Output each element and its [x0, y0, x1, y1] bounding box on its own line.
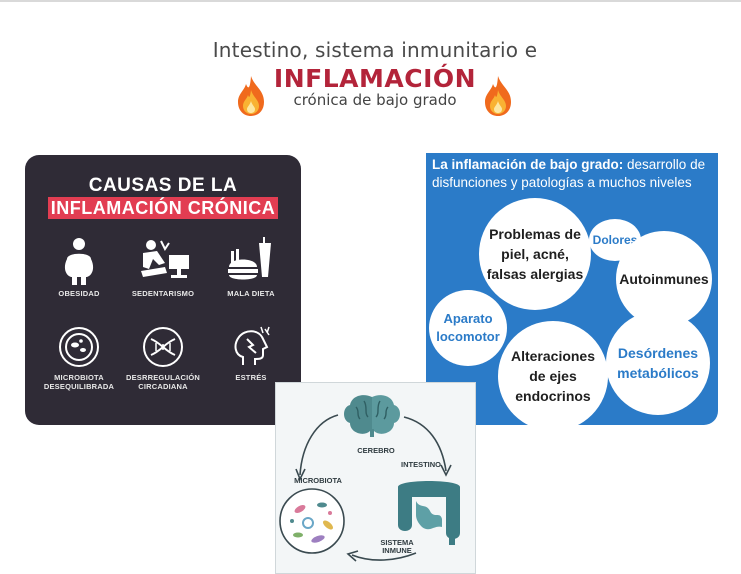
causes-title-line-1: CAUSAS DE LA — [88, 175, 238, 196]
intestine-icon — [398, 481, 460, 545]
bubble-text: Desórdenes — [617, 345, 699, 361]
bubble-text: Problemas de — [489, 226, 581, 242]
bubble-endocrine: Alteraciones de ejes endocrinos — [498, 321, 608, 425]
flame-icon — [485, 76, 511, 116]
bubble-text: Alteraciones — [510, 348, 596, 364]
causes-title-highlight: INFLAMACIÓN CRÓNICA — [47, 197, 279, 219]
cause-label: SEDENTARISMO — [131, 289, 195, 298]
cause-stress: ESTRÉS — [205, 325, 297, 382]
cause-label-line-1: DESRREGULACIÓN — [125, 373, 201, 382]
bubble-text: metabólicos — [617, 365, 699, 381]
junk-food-icon — [228, 237, 271, 280]
obesity-icon — [64, 238, 94, 285]
label-immune-line-2: INMUNE — [382, 546, 412, 555]
cause-sedentary: SEDENTARISMO — [117, 237, 209, 298]
microbiota-dish-icon — [279, 488, 345, 554]
cause-microbiota: MICROBIOTA DESEQUILIBRADA — [33, 325, 125, 391]
stress-head-icon — [234, 326, 270, 365]
bubble-locomotor: Aparato locomotor — [429, 290, 507, 366]
label-intestine: INTESTINO — [400, 460, 441, 469]
bubble-text: piel, acné, — [501, 246, 569, 262]
bubble-metabolic: Desórdenes metabólicos — [606, 311, 710, 415]
levels-title: La inflamación de bajo grado: desarrollo… — [432, 156, 718, 192]
bubble-text: Autoinmunes — [619, 271, 709, 287]
bubble-text: endocrinos — [515, 388, 591, 404]
levels-title-rest: desarrollo de disfunciones y patologías … — [432, 157, 706, 190]
bubble-text: falsas alergias — [486, 266, 584, 282]
bubble-text: locomotor — [436, 329, 500, 344]
bubble-text: de ejes — [529, 368, 577, 384]
bubble-text: Aparato — [443, 311, 493, 326]
causes-title-line-2: INFLAMACIÓN CRÓNICA — [25, 197, 301, 219]
cause-label: ESTRÉS — [235, 373, 267, 382]
sedentary-icon — [141, 240, 189, 278]
flame-icon — [238, 76, 264, 116]
cause-diet: MALA DIETA — [205, 237, 297, 298]
levels-title-bold: La inflamación de bajo grado: — [432, 157, 624, 172]
brain-icon — [344, 395, 400, 437]
levels-card: La inflamación de bajo grado: desarrollo… — [426, 153, 718, 425]
title-banner: Intestino, sistema inmunitario e INFLAMA… — [180, 38, 570, 118]
bubble-skin-problems: Problemas de piel, acné, falsas alergias — [479, 198, 591, 310]
cause-label: OBESIDAD — [58, 289, 100, 298]
bubble-pain: Dolores — [589, 219, 641, 261]
cause-label-line-2: CIRCADIANA — [138, 382, 188, 391]
cause-label-line-1: MICROBIOTA — [54, 373, 104, 382]
dna-clock-icon — [143, 327, 183, 367]
label-immune-line-1: SISTEMA — [380, 538, 414, 547]
axis-diagram — [295, 414, 452, 562]
label-brain: CEREBRO — [357, 446, 395, 455]
microbiota-icon — [59, 327, 99, 367]
cause-obesity: OBESIDAD — [33, 237, 125, 298]
causes-card: CAUSAS DE LA INFLAMACIÓN CRÓNICA OBESIDA… — [25, 155, 301, 425]
top-divider — [0, 0, 741, 2]
title-line-1: Intestino, sistema inmunitario e — [212, 38, 538, 62]
title-line-2: INFLAMACIÓN — [273, 64, 477, 93]
bubble-text: Dolores — [592, 233, 638, 247]
label-microbiota: MICROBIOTA — [294, 476, 342, 485]
title-line-3: crónica de bajo grado — [293, 91, 457, 109]
cause-label: MALA DIETA — [227, 289, 275, 298]
label-immune-system: SISTEMA INMUNE — [372, 539, 422, 555]
axis-card: CEREBRO INTESTINO MICROBIOTA SISTEMA INM… — [275, 382, 476, 574]
cause-circadian: DESRREGULACIÓN CIRCADIANA — [117, 325, 209, 391]
cause-label-line-2: DESEQUILIBRADA — [43, 382, 115, 391]
